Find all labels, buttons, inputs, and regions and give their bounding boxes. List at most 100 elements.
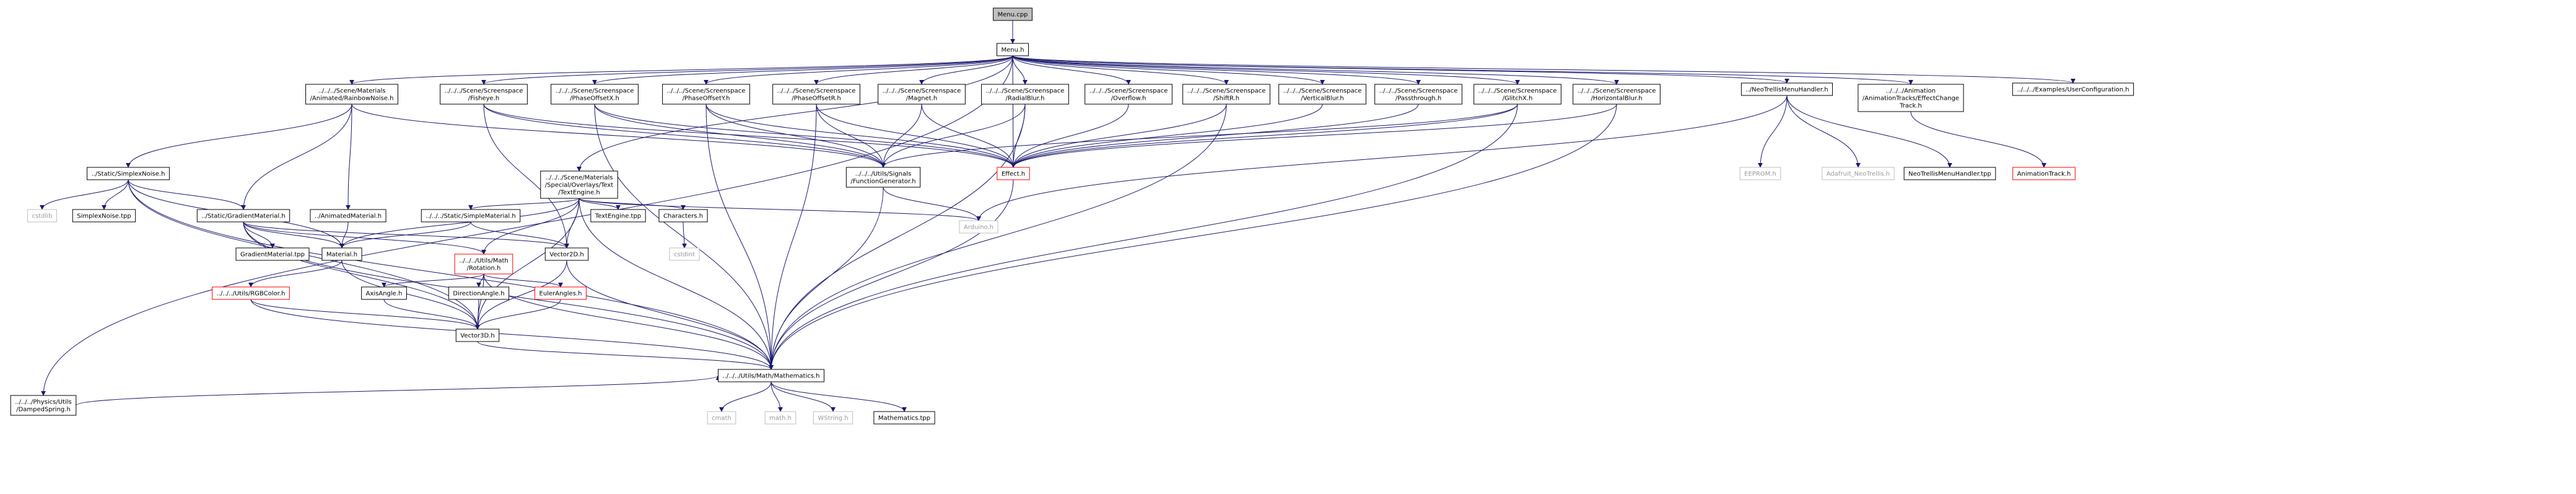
edge-fisheye-to-vector2d: [483, 104, 569, 249]
edge-line: [769, 104, 1227, 370]
node-label: ../Static/GradientMaterial.h: [201, 213, 285, 220]
edge-mathematics-to-wstring: [771, 381, 836, 412]
node-funcgen[interactable]: ../../../Utils/Signals/FunctionGenerator…: [845, 167, 921, 188]
node-overflow[interactable]: ../../../Scene/Screenspace/Overflow.h: [1085, 84, 1172, 105]
node-neotpp[interactable]: NeoTrellisMenuHandler.tpp: [1903, 167, 1996, 180]
node-texttpp[interactable]: TextEngine.tpp: [590, 209, 646, 223]
edge-characters-to-cstdint: [681, 221, 687, 249]
node-radial[interactable]: ../../../Scene/Screenspace/RadialBlur.h: [981, 84, 1069, 105]
node-material[interactable]: Material.h: [321, 247, 362, 261]
edge-textengine-to-arduino: [579, 198, 981, 221]
node-gradient[interactable]: ../Static/GradientMaterial.h: [196, 209, 290, 223]
node-userconfig[interactable]: ../../../Examples/UserConfiguration.h: [2012, 82, 2134, 96]
node-adafruit: Adafruit_NeoTrellis.h: [1822, 167, 1895, 180]
edge-line: [1011, 104, 1026, 168]
node-magnet[interactable]: ../../../Scene/Screenspace/Magnet.h: [878, 84, 966, 105]
edge-line: [243, 221, 344, 249]
node-label: ../../../Scene/Screenspace/Overflow.h: [1089, 88, 1168, 102]
edge-line: [1011, 104, 1518, 168]
edge-funcgen-to-mathematics: [769, 187, 884, 370]
node-box: [1374, 84, 1462, 105]
node-vector2d[interactable]: Vector2D.h: [544, 247, 589, 261]
node-label: Vector3D.h: [460, 333, 494, 340]
graph-edges: [40, 20, 2076, 412]
node-box: [707, 411, 736, 425]
edge-line: [475, 299, 561, 330]
edge-euler-to-vector3d: [475, 299, 561, 330]
edge-menu-h-to-neotrellis: [1012, 55, 1789, 84]
node-passthrough[interactable]: ../../../Scene/Screenspace/Passthrough.h: [1374, 84, 1462, 105]
edge-phaser-to-effect: [816, 104, 1016, 168]
node-rgbcolor[interactable]: ../../../Utils/RGBColor.h: [212, 286, 290, 300]
node-box: [658, 209, 708, 223]
node-neotrellis[interactable]: ../NeoTrellisMenuHandler.h: [1740, 82, 1833, 96]
node-box: [1739, 167, 1781, 180]
edge-hblur-to-effect: [1011, 104, 1617, 168]
node-rotation[interactable]: ../../../Utils/Math/Rotation.h: [454, 254, 513, 275]
edge-line: [1012, 55, 1028, 85]
node-mathematics[interactable]: ../../../Utils/Math/Mathematics.h: [718, 369, 824, 382]
node-fisheye[interactable]: ../../../Scene/Screenspace/Fisheye.h: [440, 84, 528, 105]
edge-menu-h-to-passthrough: [1012, 55, 1421, 85]
node-math-h: math.h: [764, 411, 797, 425]
node-simplemat[interactable]: ../../../Static/SimpleMaterial.h: [421, 209, 521, 223]
node-menu-h[interactable]: Menu.h: [997, 43, 1029, 56]
node-box: [196, 209, 290, 223]
node-menu-cpp[interactable]: Menu.cpp: [993, 7, 1033, 21]
node-label: ../../../Scene/Screenspace/ShiftR.h: [1187, 88, 1266, 102]
node-label: AxisAngle.h: [366, 291, 403, 298]
node-glitchx[interactable]: ../../../Scene/Screenspace/GlitchX.h: [1474, 84, 1561, 105]
node-animtrack[interactable]: AnimationTrack.h: [2012, 167, 2076, 180]
node-euler[interactable]: EulerAngles.h: [535, 286, 587, 300]
edge-menu-h-to-effectchange: [1012, 55, 1913, 85]
edge-shiftr-to-effect: [1011, 104, 1227, 168]
node-label: Menu.h: [1002, 47, 1024, 54]
node-box: [813, 411, 854, 425]
node-box: [440, 84, 528, 105]
node-label: ../../../Utils/Signals/FunctionGenerator…: [850, 171, 915, 185]
node-vector3d[interactable]: Vector3D.h: [455, 329, 500, 342]
edge-line: [76, 375, 721, 406]
node-dirangle[interactable]: DirectionAngle.h: [448, 286, 510, 300]
edge-phasex-to-funcgen: [594, 104, 886, 168]
node-axisangle[interactable]: AxisAngle.h: [361, 286, 407, 300]
node-gradtpp[interactable]: GradientMaterial.tpp: [235, 247, 310, 261]
edge-line: [248, 260, 343, 288]
node-box: [1573, 84, 1661, 105]
node-simplex[interactable]: ../Static/SimplexNoise.h: [87, 167, 170, 180]
node-label: ../../../Examples/UserConfiguration.h: [2017, 87, 2129, 94]
node-simplextpp[interactable]: SimplexNoise.tpp: [72, 209, 136, 223]
node-box: [212, 286, 290, 300]
node-animmat[interactable]: ../AnimatedMaterial.h: [310, 209, 386, 223]
node-rainbow[interactable]: ../../../Scene/Materials/Animated/Rainbo…: [305, 84, 398, 105]
node-effectchange[interactable]: ../../../Animation/AnimationTracks/Effec…: [1858, 84, 1964, 112]
edge-vector2d-to-mathematics: [566, 260, 774, 370]
node-textengine[interactable]: ../../../Scene/Materials/Special/Overlay…: [540, 170, 618, 199]
node-box: [2012, 167, 2076, 180]
node-hblur[interactable]: ../../../Scene/Screenspace/HorizontalBlu…: [1573, 84, 1661, 105]
node-label: ../AnimatedMaterial.h: [315, 213, 382, 220]
edge-phaser-to-funcgen: [816, 104, 886, 168]
edge-menu-h-to-fisheye: [481, 55, 1013, 85]
edge-radial-to-effect: [1011, 104, 1026, 168]
node-vblur[interactable]: ../../../Scene/Screenspace/VerticalBlur.…: [1278, 84, 1366, 105]
node-phaser[interactable]: ../../../Scene/Screenspace/PhaseOffsetR.…: [772, 84, 860, 105]
node-box: [544, 247, 589, 261]
node-box: [535, 286, 587, 300]
edge-gradient-to-gradtpp: [243, 221, 275, 249]
edge-textengine-to-vector3d: [475, 198, 580, 330]
edge-effectchange-to-animtrack: [1910, 111, 2046, 168]
node-cstdint: cstdint: [669, 247, 700, 261]
node-shiftr[interactable]: ../../../Scene/Screenspace/ShiftR.h: [1182, 84, 1270, 105]
node-phasex[interactable]: ../../../Scene/Screenspace/PhaseOffsetX.…: [551, 84, 639, 105]
node-box: [1085, 84, 1172, 105]
node-characters[interactable]: Characters.h: [658, 209, 708, 223]
edge-line: [883, 187, 981, 221]
node-phasey[interactable]: ../../../Scene/Screenspace/PhaseOffsetY.…: [662, 84, 750, 105]
node-mathtpp[interactable]: Mathematics.tpp: [873, 411, 935, 425]
node-effect[interactable]: Effect.h: [997, 167, 1030, 180]
edge-line: [243, 221, 486, 255]
node-damped[interactable]: ../../../Physics/Utils/DampedSpring.h: [10, 395, 77, 416]
node-wstring: WString.h: [813, 411, 854, 425]
edge-line: [241, 104, 352, 210]
